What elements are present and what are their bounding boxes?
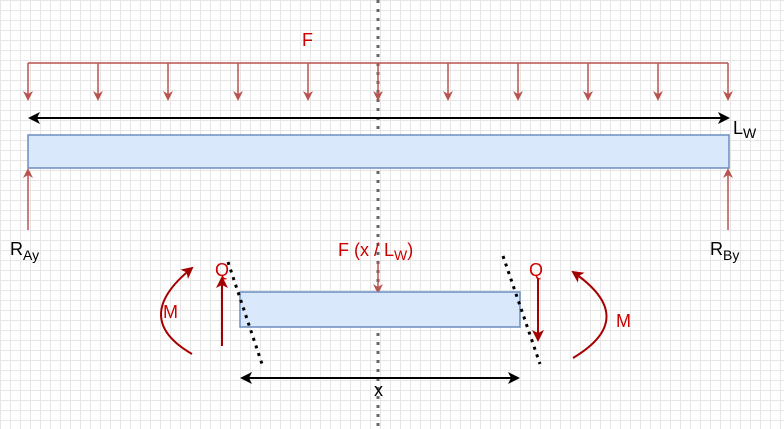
moment-left-label: M bbox=[163, 302, 178, 322]
shear-right-label: Q bbox=[529, 260, 543, 280]
moment-right-arrow bbox=[571, 270, 608, 359]
cut-line-right bbox=[501, 255, 542, 365]
main-beam bbox=[27, 134, 730, 169]
cut-line-left bbox=[226, 261, 264, 365]
load-label: F bbox=[302, 30, 313, 50]
section-load-label: F (x / LW) bbox=[338, 240, 413, 263]
section-length-label: x bbox=[374, 380, 383, 400]
length-label: LW bbox=[733, 118, 757, 141]
moment-left-arrow bbox=[160, 266, 194, 355]
shear-left-label: Q bbox=[215, 260, 229, 280]
moment-right-label: M bbox=[616, 311, 631, 331]
section-beam bbox=[239, 291, 521, 328]
reaction-b-label: RBy bbox=[710, 239, 739, 263]
reaction-a-label: RAy bbox=[10, 239, 39, 263]
distributed-load bbox=[23, 62, 733, 101]
